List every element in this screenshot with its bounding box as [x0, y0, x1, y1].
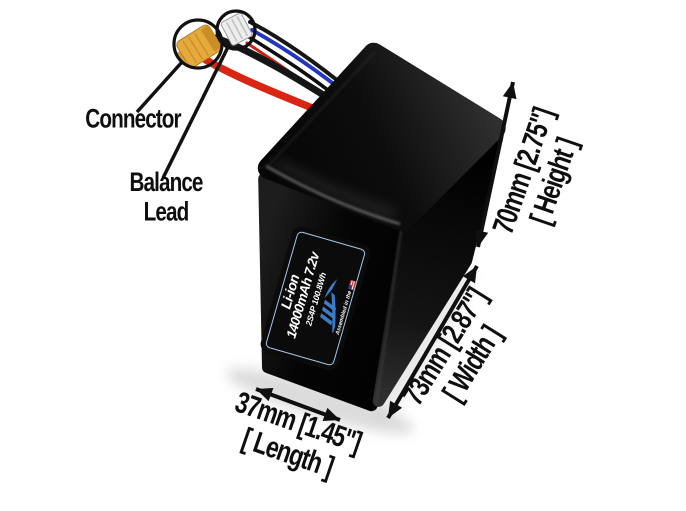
label-content: Li-ion 14000mAh 7.2v 2S4P 100.8Wh [268, 233, 362, 364]
dimension-arrows [255, 81, 517, 422]
connector-callout-text: Connector [85, 102, 181, 134]
battery-top-face [257, 42, 506, 232]
balance-circle [215, 9, 257, 51]
height-arrow [474, 81, 517, 248]
battery-shadow [226, 368, 414, 434]
width-arrow [386, 264, 479, 420]
top-left-edge-highlight [265, 51, 376, 169]
battery-sticker-label: Li-ion 14000mAh 7.2v 2S4P 100.8Wh [258, 224, 373, 373]
length-arrow [255, 387, 341, 422]
front-right-edge-highlight [375, 230, 402, 407]
battery-shadow-right [375, 267, 473, 419]
assembled-line: Assembled in the [335, 279, 357, 335]
top-face-sheen [274, 158, 396, 218]
balance-pointer-line [161, 46, 230, 179]
balance-callout-line1: Balance [129, 166, 203, 198]
usa-flag-icon [348, 279, 357, 290]
balance-lead-callout-label: Balance Lead [103, 166, 229, 227]
connector-pointer-line [135, 60, 184, 114]
connector-callout-label: Connector [70, 102, 196, 134]
brand-logo-icon [313, 270, 349, 335]
balance-callout-line2: Lead [143, 195, 190, 227]
xt60-connector [175, 24, 222, 68]
xt60-end-cap [201, 25, 222, 51]
label-border: Li-ion 14000mAh 7.2v 2S4P 100.8Wh [264, 230, 367, 367]
balance-plug [220, 12, 253, 46]
top-front-edge-highlight [265, 164, 401, 226]
